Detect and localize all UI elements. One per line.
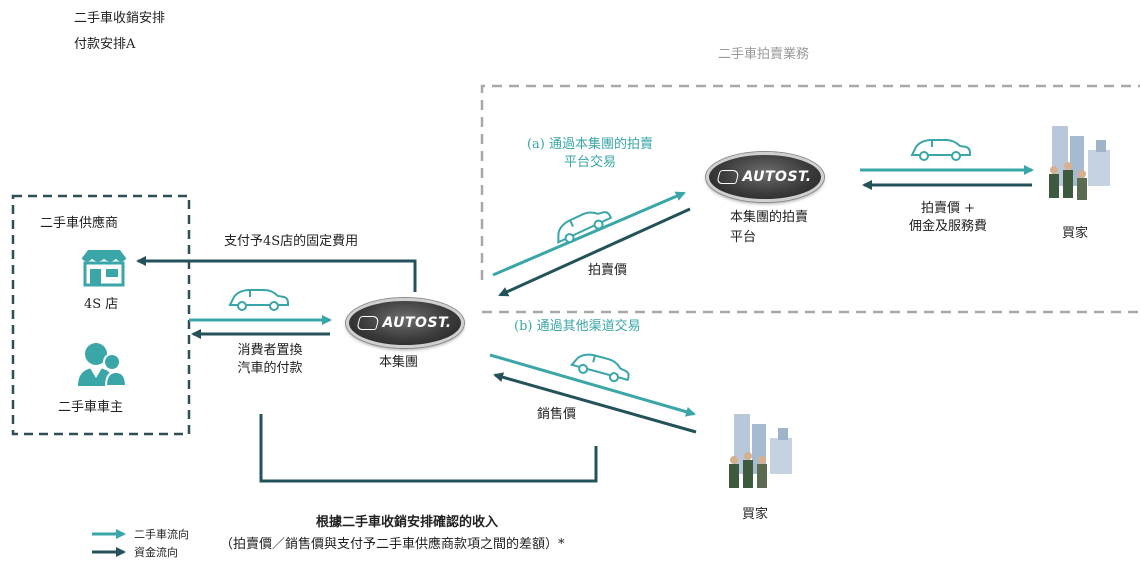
buyer-group-icon [729, 414, 792, 488]
autost-mark-icon [716, 170, 741, 184]
group-label: 本集團 [379, 355, 419, 370]
route-a-car-arrow [492, 191, 686, 277]
car-icon [569, 353, 630, 383]
route-b-car-arrow [489, 353, 696, 417]
supplier-title: 二手車供應商 [40, 216, 119, 231]
route-a-line2: 平台交易 [563, 155, 616, 170]
platform-line2: 平台 [730, 230, 757, 245]
platform-line1: 本集團的拍賣 [730, 210, 809, 225]
revenue-bracket [259, 414, 598, 483]
car-icon [557, 211, 613, 244]
store-icon [81, 250, 127, 287]
platform-label: 本集團的拍賣 平台 [730, 208, 808, 248]
store-label: 4S 店 [84, 297, 119, 312]
supplier-box [11, 194, 191, 436]
header-title: 二手車收銷安排 [74, 11, 166, 26]
fees-label: 拍賣價 + 佣金及服務費 [886, 200, 1010, 236]
route-a-money-arrow [498, 207, 691, 297]
buyer-label-bottom: 買家 [742, 507, 769, 522]
legend-money-flow: 資金流向 [134, 546, 178, 559]
legend-car-flow: 二手車流向 [134, 528, 189, 541]
auction-region-title: 二手車拍賣業務 [718, 47, 810, 62]
fixed-fee-label: 支付予4S店的固定費用 [224, 234, 359, 249]
route-b-money-arrow [493, 372, 697, 434]
person-icon [78, 343, 128, 387]
buyer-group-icon [1049, 126, 1110, 200]
auction-region [480, 84, 1140, 314]
route-a-line1: (a) 通過本集團的拍賣 [526, 137, 654, 152]
platform-logo-text: AUTOST. [742, 169, 812, 185]
revenue-title: 根據二手車收銷安排確認的收入 [316, 515, 499, 530]
consumer-payment-line2: 汽車的付款 [237, 361, 303, 376]
group-logo: AUTOST. [346, 298, 464, 348]
fees-line1: 拍賣價 + [920, 201, 976, 216]
car-icon [910, 139, 971, 161]
route-a-label: (a) 通過本集團的拍賣 平台交易 [510, 136, 670, 172]
header-subtitle: 付款安排A [74, 37, 136, 52]
fees-line2: 佣金及服務費 [908, 219, 987, 234]
auction-price-label: 拍賣價 [588, 263, 628, 278]
sales-price-label: 銷售價 [537, 407, 577, 422]
route-b-label: (b) 通過其他渠道交易 [514, 319, 641, 334]
revenue-note: （拍賣價／銷售價與支付予二手車供應商款項之間的差額）* [220, 537, 565, 552]
owner-label: 二手車車主 [58, 400, 124, 415]
platform-logo: AUTOST. [706, 152, 824, 202]
autost-mark-icon [356, 316, 381, 330]
consumer-payment-label: 消費者置換 汽車的付款 [224, 342, 316, 378]
car-icon [228, 289, 289, 311]
group-logo-text: AUTOST. [382, 315, 452, 331]
consumer-payment-line1: 消費者置換 [237, 343, 303, 358]
fixed-fee-arrow [136, 256, 417, 292]
buyer-label-top: 買家 [1062, 226, 1089, 241]
